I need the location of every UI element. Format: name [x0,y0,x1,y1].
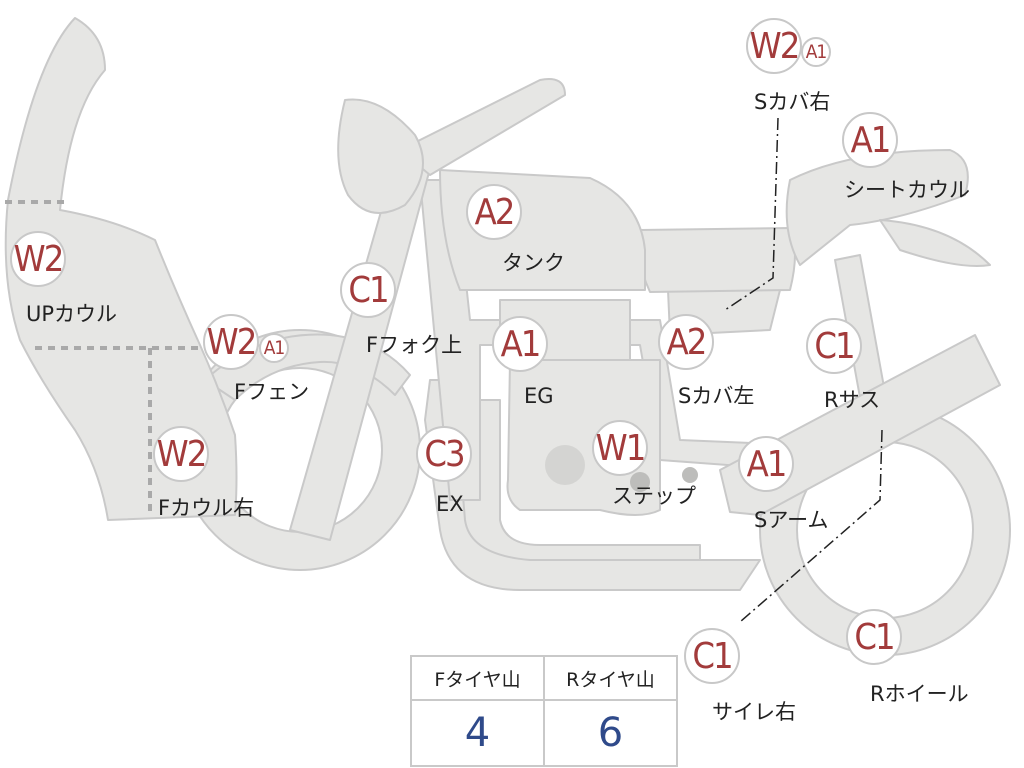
part-label-up-cowl: UPカウル [26,302,118,326]
grade-badge-s-cover-left: A2 [658,314,714,370]
seat [637,227,796,293]
part-label-f-fork-upper: Fフォク上 [366,333,463,357]
part-label-r-wheel: Rホイール [870,682,969,706]
front-tire-header: Fタイヤ山 [410,655,545,701]
sub-grade-badge-s-cover-right: A1 [801,37,831,67]
handlebar [399,78,566,176]
grade-badge-f-fender: W2 [203,314,259,370]
step-peg-2 [682,467,698,483]
grade-badge-eg: A1 [492,316,548,372]
grade-badge-r-sus: C1 [806,318,862,374]
grade-badge-seat-cowl: A1 [842,112,898,168]
engine-cover [545,445,585,485]
upper-cowl [4,17,238,521]
tire-tread-table: Fタイヤ山 Rタイヤ山 4 6 [410,655,678,767]
grade-badge-step: W1 [592,420,648,476]
grade-badge-up-cowl: W2 [10,231,66,287]
part-label-tank: タンク [502,251,565,275]
part-label-f-cowl-right: Fカウル右 [158,496,255,520]
step-peg-1 [630,472,650,492]
part-label-r-sus: Rサス [824,388,881,412]
part-label-step: ステップ [612,484,696,508]
part-label-seat-cowl: シートカウル [844,178,970,202]
leader-line-silencer-right [739,429,883,623]
part-label-silencer-right: サイレ右 [712,700,796,724]
part-label-s-arm: Sアーム [754,508,829,532]
grade-badge-s-arm: A1 [738,436,794,492]
grade-badge-f-fork-upper: C1 [340,262,396,318]
engine [506,359,661,516]
headlight [337,98,424,214]
leader-line-s-cover-right [724,117,779,311]
grade-badge-s-cover-right: W2 [746,18,802,74]
part-label-eg: EG [524,384,554,408]
grade-badge-f-cowl-right: W2 [153,426,209,482]
part-label-ex: EX [436,492,464,516]
rear-tire-header: Rタイヤ山 [543,655,678,701]
part-label-s-cover-right: Sカバ右 [754,90,831,114]
grade-badge-ex: C3 [416,426,472,482]
grade-badge-r-wheel: C1 [846,609,902,665]
part-label-f-fender: Fフェン [234,380,310,404]
grade-badge-tank: A2 [466,184,522,240]
seat-cowl-tail [879,219,991,267]
grade-badge-silencer-right: C1 [684,628,740,684]
part-label-s-cover-left: Sカバ左 [678,384,755,408]
rear-tire-value: 6 [543,699,678,767]
front-tire-value: 4 [410,699,545,767]
sub-grade-badge-f-fender: A1 [259,333,289,363]
